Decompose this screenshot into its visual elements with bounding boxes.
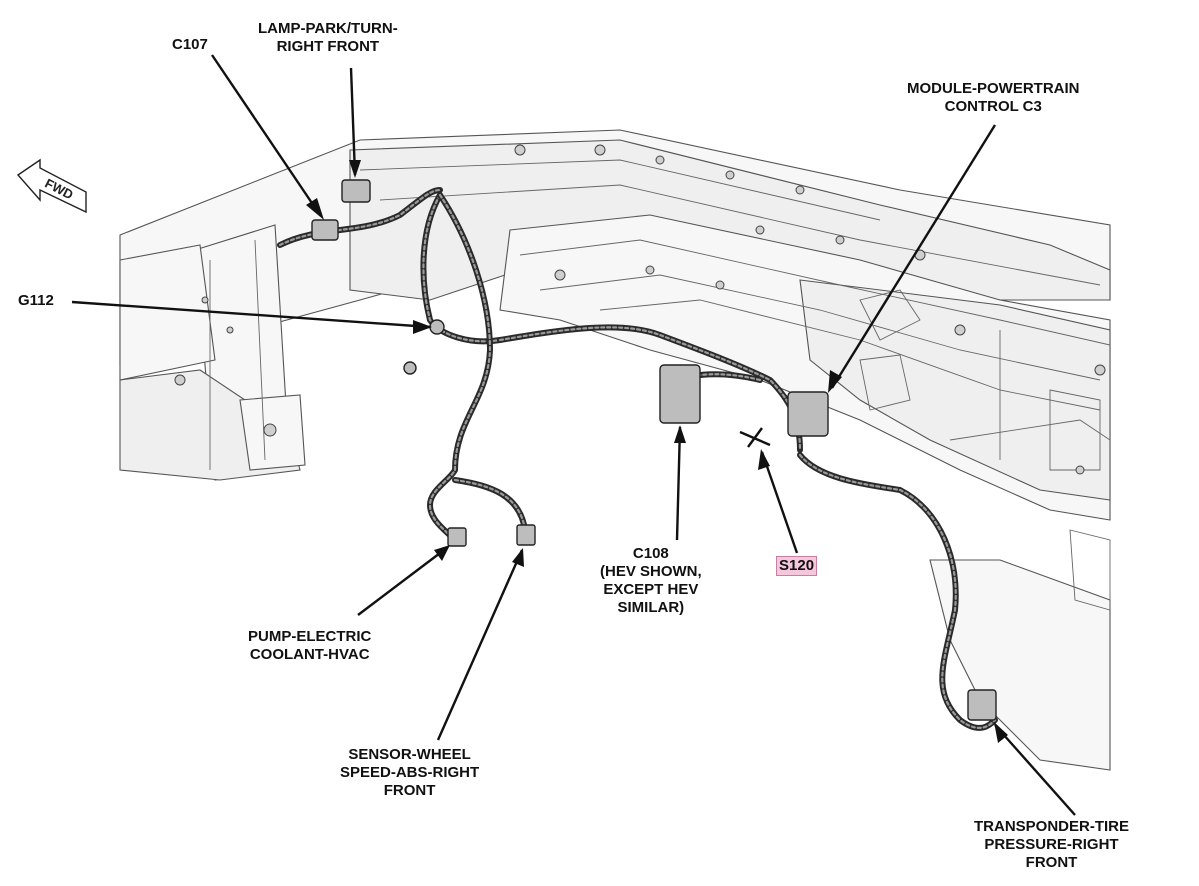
callout-module-pcm: MODULE-POWERTRAIN CONTROL C3	[907, 80, 1080, 116]
callout-line: C107	[172, 36, 208, 53]
arrow-c107	[211, 54, 321, 216]
callout-s120: S120	[776, 556, 818, 576]
callout-line: PRESSURE-RIGHT	[984, 836, 1119, 853]
callout-line: FRONT	[1025, 854, 1078, 871]
arrow-transponder	[994, 724, 1076, 816]
arrow-module-pcm	[830, 124, 997, 389]
callout-line: SPEED-ABS-RIGHT	[340, 764, 480, 781]
splice-s120-mark	[739, 427, 771, 448]
callout-sensor: SENSOR-WHEEL SPEED-ABS-RIGHT FRONT	[340, 746, 479, 800]
leader-arrows	[71, 54, 1076, 816]
callout-lamp-park-turn: LAMP-PARK/TURN- RIGHT FRONT	[258, 20, 398, 56]
callout-line: EXCEPT HEV	[603, 581, 699, 598]
callout-transponder: TRANSPONDER-TIRE PRESSURE-RIGHT FRONT	[974, 818, 1129, 872]
arrow-lamp-park-turn	[349, 67, 357, 176]
arrow-pump	[357, 546, 449, 616]
callout-line: CONTROL C3	[944, 98, 1042, 115]
callout-line: RIGHT FRONT	[276, 38, 380, 55]
callout-line: MODULE-POWERTRAIN	[907, 80, 1080, 97]
connector-sensor	[516, 524, 536, 546]
connectors	[311, 179, 997, 721]
arrow-g112	[71, 300, 431, 329]
connector-transponder	[967, 689, 997, 721]
callout-line-highlighted: S120	[776, 556, 818, 576]
callout-line: LAMP-PARK/TURN-	[258, 20, 398, 37]
callout-c107: C107	[172, 36, 208, 54]
forward-direction-arrow: FWD	[16, 158, 87, 214]
arrow-s120	[760, 451, 799, 554]
connector-c108	[659, 364, 701, 424]
connector-pcm-c3	[787, 391, 829, 437]
callout-c108: C108 (HEV SHOWN, EXCEPT HEV SIMILAR)	[600, 545, 702, 617]
connector-pump	[447, 527, 467, 547]
arrow-c108	[675, 426, 682, 541]
callout-pump: PUMP-ELECTRIC COOLANT-HVAC	[248, 628, 371, 664]
callout-line: (HEV SHOWN,	[600, 563, 702, 580]
callout-line: COOLANT-HVAC	[249, 646, 370, 663]
callout-line: FRONT	[383, 782, 436, 799]
connector-lamp-park-turn	[341, 179, 371, 203]
callout-line: SENSOR-WHEEL	[348, 746, 471, 763]
ground-bolt	[403, 361, 417, 375]
callout-line: PUMP-ELECTRIC	[248, 628, 372, 645]
callout-line: TRANSPONDER-TIRE	[974, 818, 1130, 835]
arrow-sensor	[436, 549, 524, 741]
callout-line: C108	[632, 545, 669, 562]
wiring-harness	[277, 187, 998, 731]
callout-line: SIMILAR)	[617, 599, 685, 616]
callout-g112: G112	[18, 292, 54, 310]
callout-line: G112	[18, 292, 54, 309]
vehicle-frame	[119, 129, 1111, 771]
ground-g112	[429, 319, 445, 335]
connector-c107	[311, 219, 339, 241]
